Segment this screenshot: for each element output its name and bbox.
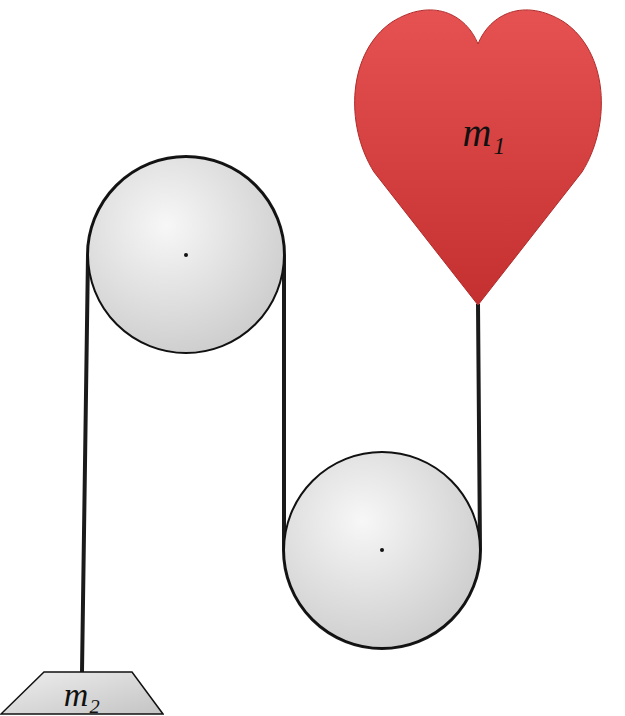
- mass-shape: [352, 0, 604, 306]
- rope: [82, 157, 480, 672]
- trapezoid-outline: [1, 672, 163, 714]
- trapezoid-mass: m₂: [0, 671, 164, 715]
- mass-label: m₁: [463, 113, 506, 153]
- pulley-axle: [184, 253, 188, 257]
- pulley-axle: [380, 548, 384, 552]
- mass-label: m₂: [64, 678, 100, 712]
- heart-mass: m₁: [352, 0, 604, 306]
- lower-pulley: [284, 452, 480, 648]
- heart-outline: [355, 10, 602, 305]
- upper-pulley: [88, 157, 284, 353]
